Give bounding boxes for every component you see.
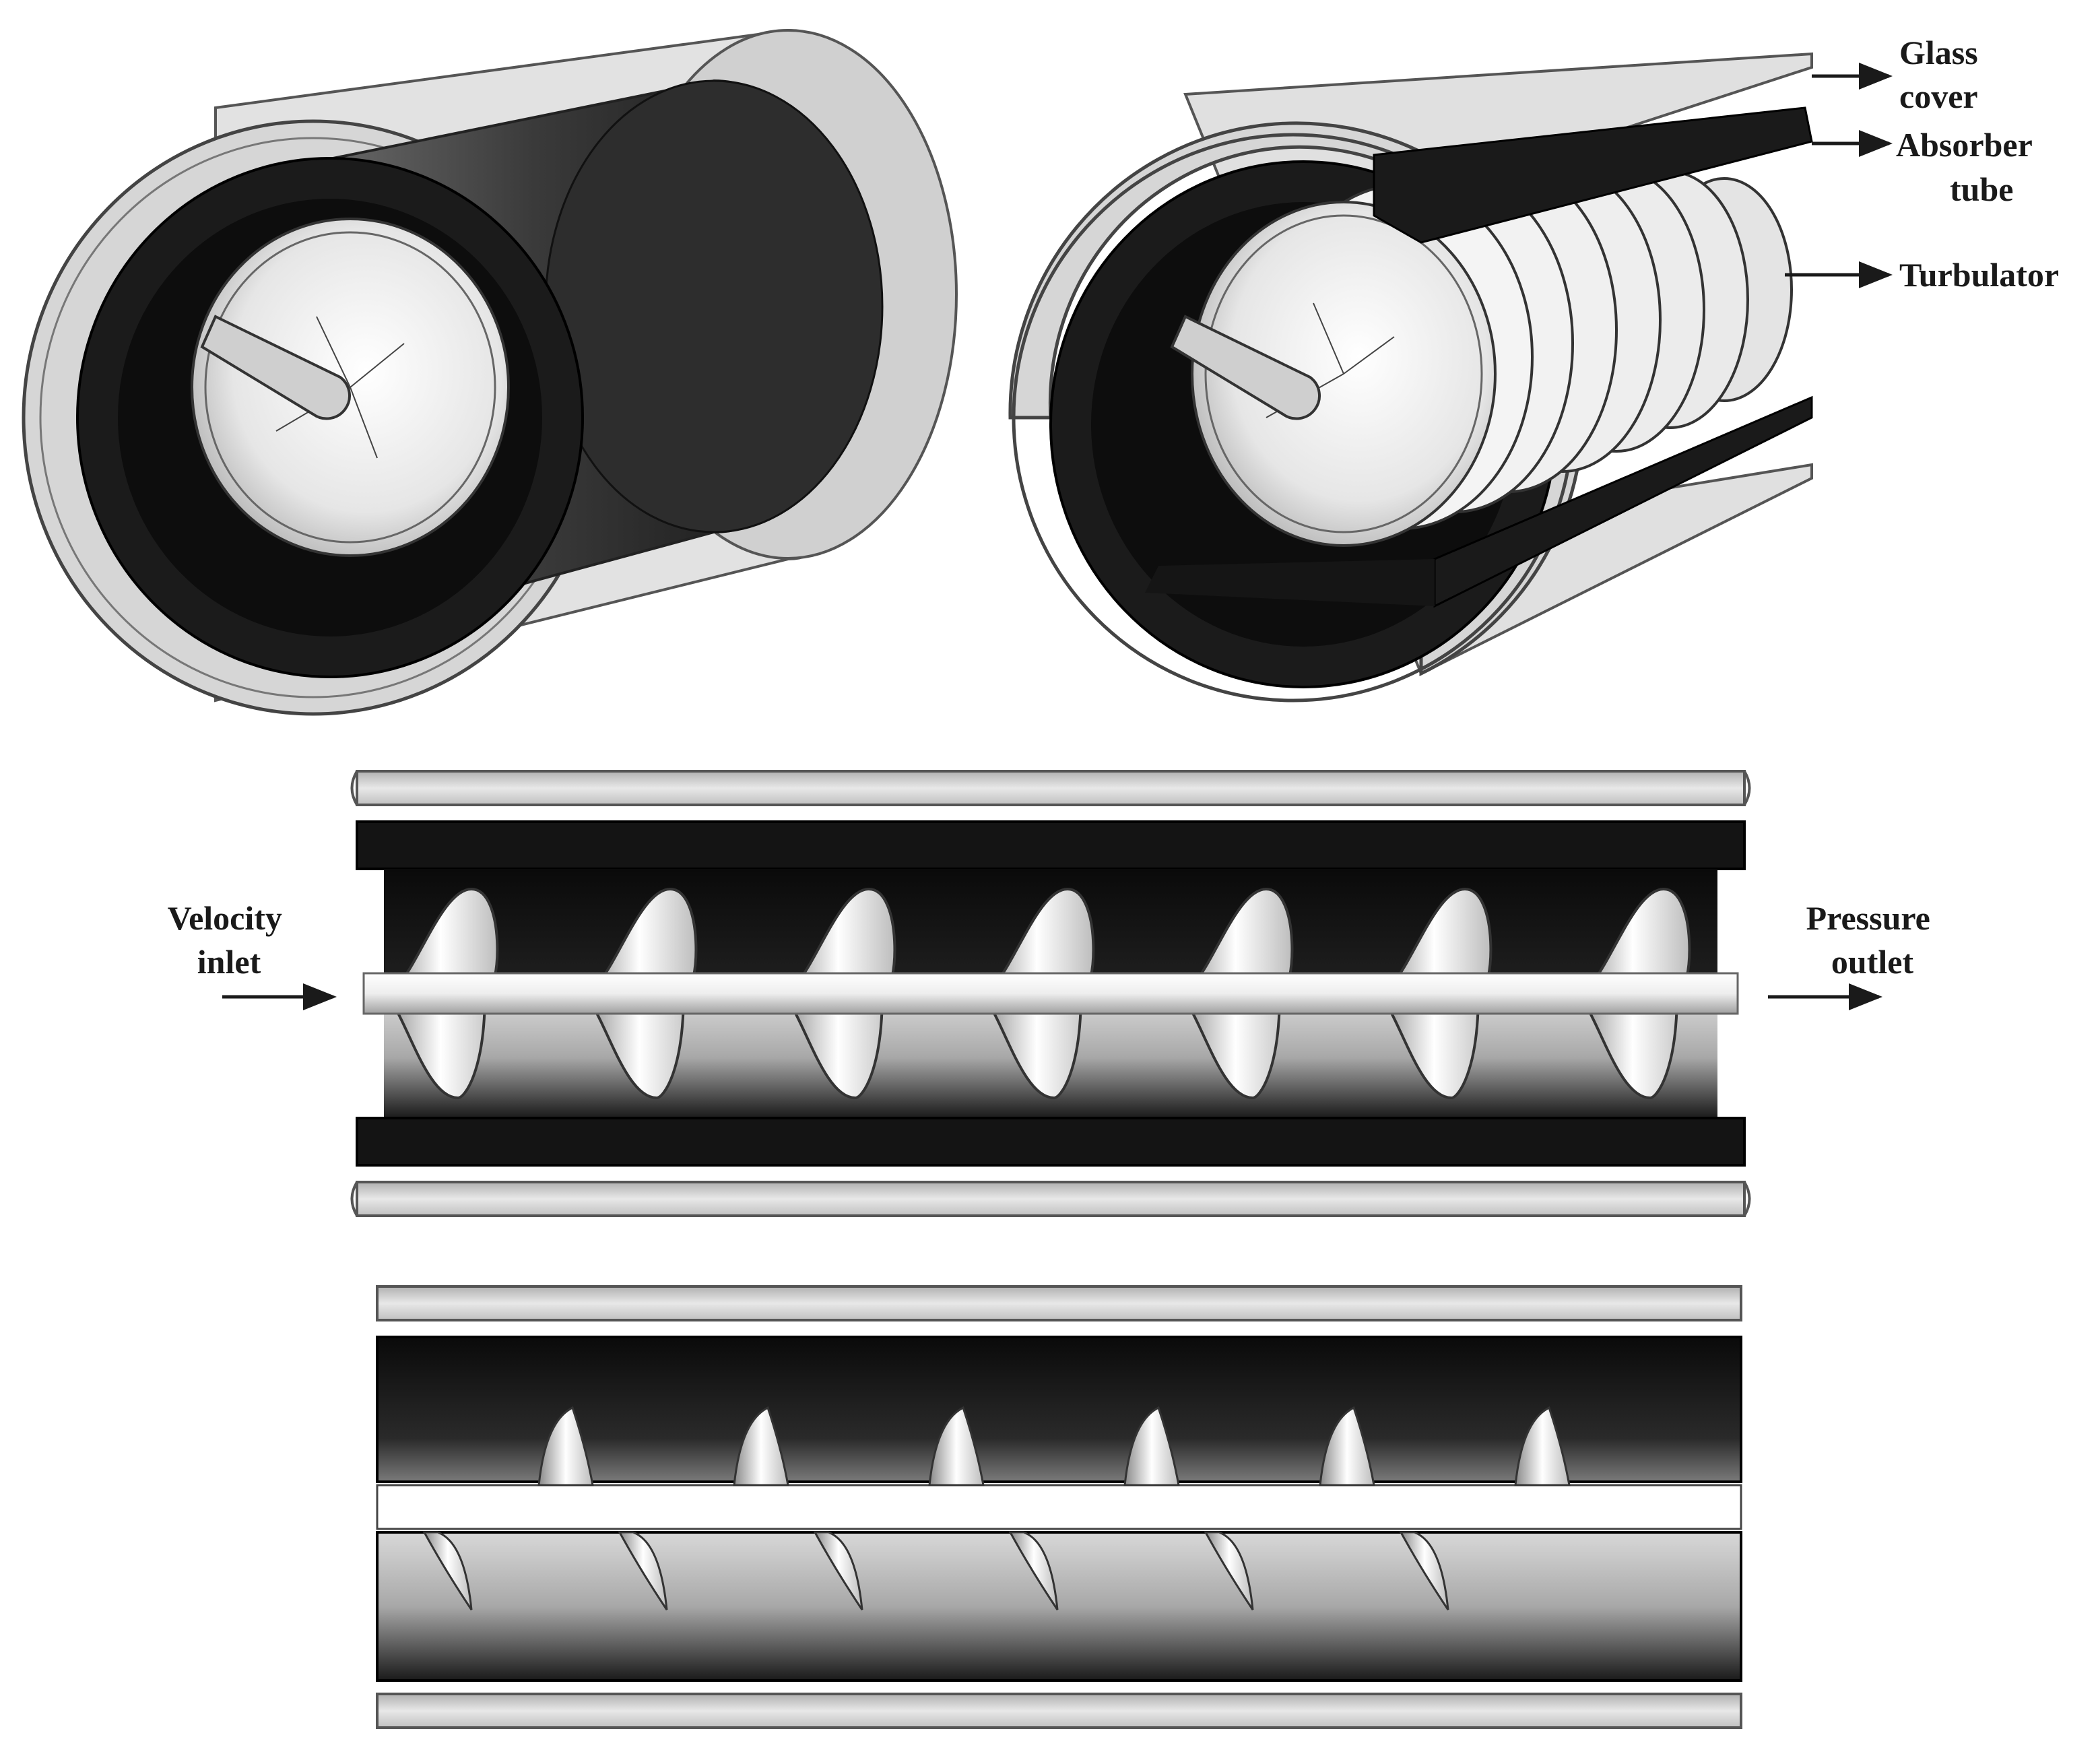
fin-lower	[422, 1531, 473, 1610]
absorber-tube-top	[356, 820, 1746, 870]
svg-text:Pressure outlet: Pressure outlet	[1806, 899, 1939, 981]
glass-cover-bottom	[376, 1693, 1742, 1729]
turbulator-rod	[362, 972, 1739, 1015]
turbulator-blade	[200, 315, 351, 420]
svg-text:Glass cover: Glass cover	[1899, 34, 1986, 115]
fin-upper	[928, 1406, 985, 1487]
fin-upper	[1514, 1406, 1571, 1487]
velocity-inlet-label-line2: inlet	[197, 943, 261, 981]
absorber-tube-bottom	[356, 1117, 1746, 1167]
fin-lower	[1399, 1531, 1449, 1610]
velocity-inlet-label-line1: Velocity	[168, 899, 282, 937]
absorber-tube-label-line1: Absorber	[1896, 126, 2033, 164]
svg-text:Velocity inlet: Velocity inlet	[168, 899, 291, 981]
glass-cover-top	[356, 770, 1746, 806]
fin-upper	[1123, 1406, 1180, 1487]
boundary-conditions: Velocity inlet Pressure outlet	[168, 899, 1939, 1010]
fin-lower	[1204, 1531, 1254, 1610]
turbulator-label: Turbulator	[1899, 256, 2059, 294]
assembled-receiver-3d	[22, 28, 958, 716]
pressure-outlet-label-line2: outlet	[1831, 943, 1914, 981]
absorber-tube-label-line2: tube	[1950, 170, 2013, 208]
turbulator-blade	[1170, 315, 1321, 420]
fin-lower	[813, 1531, 863, 1610]
fin-upper	[733, 1406, 789, 1487]
glass-cover-top	[376, 1285, 1742, 1321]
fin-lower	[618, 1531, 668, 1610]
glass-cover-bottom	[356, 1181, 1746, 1217]
pressure-outlet-label-line1: Pressure	[1806, 899, 1930, 937]
turbulator-rod-section	[376, 1484, 1742, 1530]
turbulator-fins	[422, 1406, 1571, 1610]
fin-upper	[537, 1406, 594, 1487]
glass-cover-label-line1: Glass	[1899, 34, 1978, 71]
fin-lower	[1008, 1531, 1059, 1610]
glass-cover-front-ring	[1008, 121, 1585, 677]
absorber-tube-top	[376, 1336, 1742, 1483]
svg-text:Absorber tube: Absorber tube	[1896, 126, 2040, 208]
absorber-tube-bottom	[376, 1531, 1742, 1682]
fin-upper	[1319, 1406, 1375, 1487]
cross-section-view	[376, 1285, 1742, 1729]
absorber-tube-cut-top	[1373, 106, 1813, 244]
component-callouts: Glass cover Absorber tube Turbulator	[1785, 34, 2059, 294]
glass-cover-label-line2: cover	[1899, 77, 1978, 115]
side-section-view	[350, 770, 1751, 1217]
cutaway-receiver-3d	[1008, 52, 1813, 703]
